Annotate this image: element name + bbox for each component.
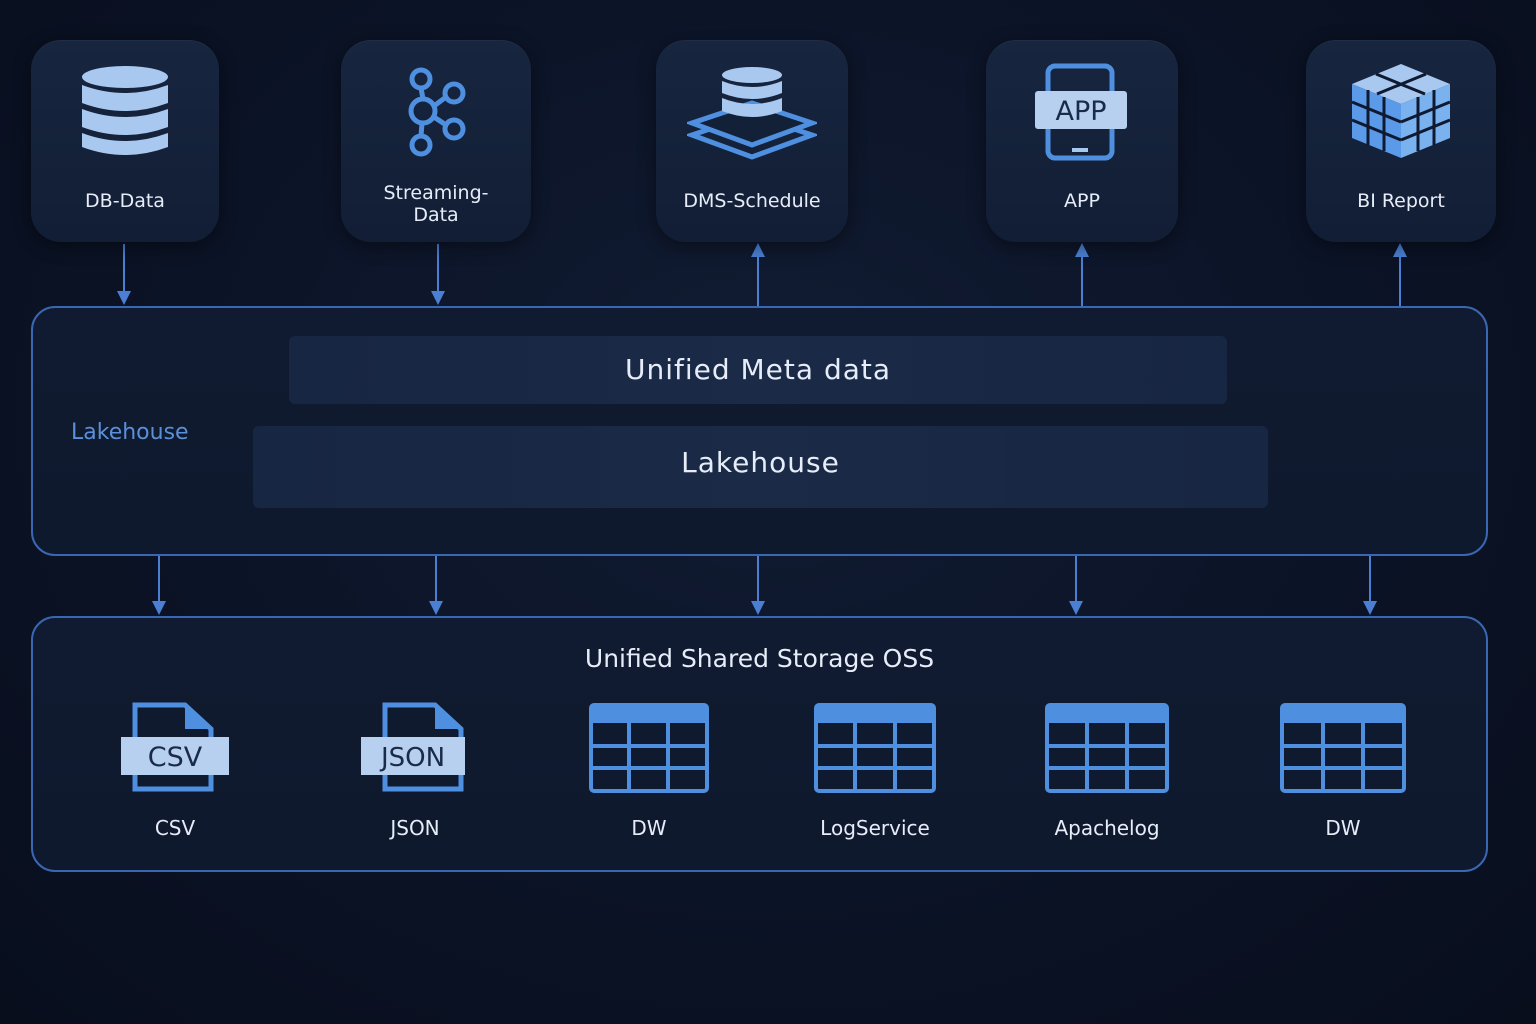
- json-file-icon: JSON: [361, 702, 465, 791]
- source-label: APP: [1064, 190, 1100, 212]
- storage-title: Unified Shared Storage OSS: [584, 644, 935, 673]
- storage-item-apachelog: Apachelog: [1007, 698, 1207, 840]
- storage-item-json: JSON JSON: [315, 698, 515, 840]
- source-label: DB-Data: [85, 190, 165, 212]
- storage-item-dw-2: DW: [1243, 698, 1443, 840]
- source-label: Streaming- Data: [383, 182, 489, 226]
- kafka-stream-icon: [408, 67, 466, 157]
- lakehouse-side-label: Lakehouse: [71, 420, 189, 445]
- storage-item-label: DW: [631, 816, 667, 840]
- table-icon: [1045, 703, 1169, 793]
- storage-panel: Unified Shared Storage OSS CSV CSV JSON …: [31, 616, 1488, 872]
- storage-item-label: LogService: [820, 816, 930, 840]
- storage-item-logservice: LogService: [775, 698, 975, 840]
- source-card-db-data: DB-Data: [31, 40, 219, 242]
- source-label: DMS-Schedule: [683, 190, 821, 212]
- app-badge-text: APP: [1055, 96, 1106, 127]
- tablet-app-icon: APP: [1035, 63, 1127, 161]
- storage-item-label: DW: [1325, 816, 1361, 840]
- source-card-streaming-data: Streaming- Data: [341, 40, 531, 242]
- json-badge-text: JSON: [379, 743, 445, 773]
- source-card-app: APP APP: [986, 40, 1178, 242]
- unified-metadata-bar: Unified Meta data: [289, 336, 1227, 404]
- storage-item-csv: CSV CSV: [75, 698, 275, 840]
- source-card-bi-report: BI Report: [1306, 40, 1496, 242]
- cube-grid-icon: [1351, 64, 1451, 158]
- layered-database-icon: [687, 66, 817, 160]
- database-icon: [82, 65, 168, 155]
- storage-item-label: Apachelog: [1054, 816, 1160, 840]
- csv-file-icon: CSV: [121, 702, 229, 791]
- source-card-dms-schedule: DMS-Schedule: [656, 40, 848, 242]
- csv-badge-text: CSV: [148, 742, 203, 773]
- lakehouse-panel: Lakehouse Unified Meta data Lakehouse: [31, 306, 1488, 556]
- table-icon: [1280, 703, 1406, 793]
- table-icon: [814, 703, 936, 793]
- storage-item-dw: DW: [549, 698, 749, 840]
- lakehouse-bar: Lakehouse: [253, 426, 1268, 508]
- storage-item-label: CSV: [154, 816, 196, 840]
- storage-item-label: JSON: [390, 816, 440, 840]
- source-label: BI Report: [1357, 190, 1445, 212]
- table-icon: [589, 703, 709, 793]
